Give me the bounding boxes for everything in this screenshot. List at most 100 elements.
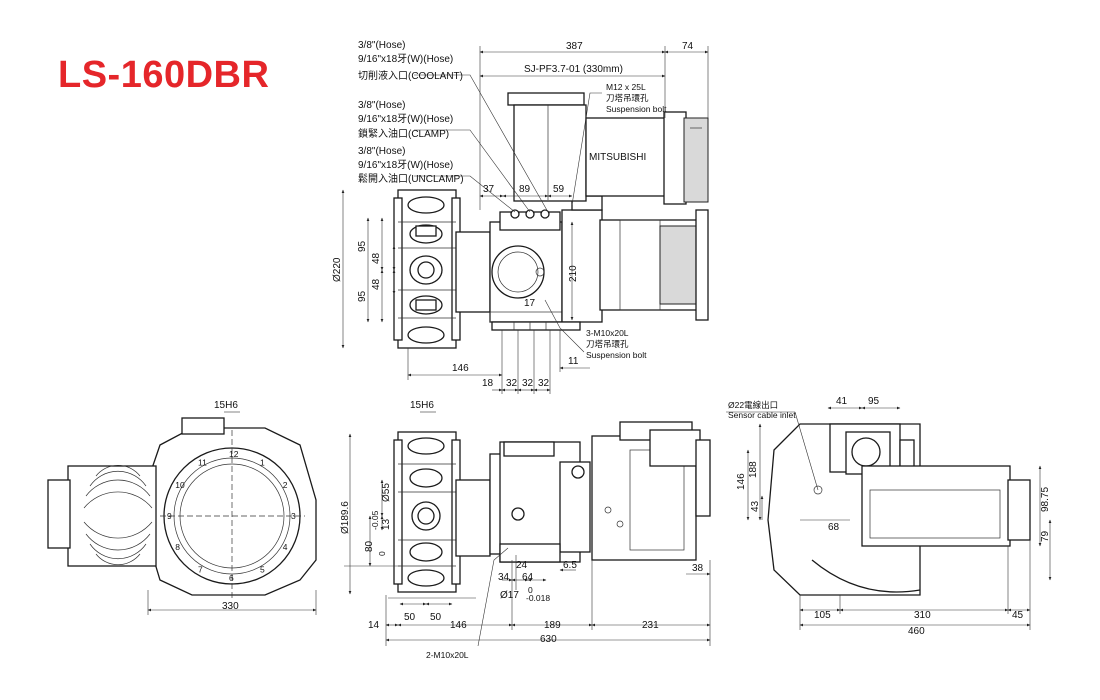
dim-64: 64 bbox=[522, 572, 534, 583]
turret-disc-top bbox=[393, 189, 461, 349]
station-number: 12 bbox=[229, 449, 239, 459]
station-number: 4 bbox=[283, 542, 288, 552]
label-m12: M12 x 25L bbox=[606, 82, 646, 92]
dim-146-right: 146 bbox=[736, 473, 747, 490]
dim-48-lower: 48 bbox=[371, 278, 382, 290]
dim-146-top: 146 bbox=[452, 363, 469, 374]
label-mitsubishi: MITSUBISHI bbox=[589, 152, 646, 163]
dim-74: 74 bbox=[682, 41, 694, 52]
station-number: 7 bbox=[198, 565, 203, 575]
dim-630: 630 bbox=[540, 634, 557, 645]
dim-45: 45 bbox=[1012, 610, 1024, 621]
servo-motor-top bbox=[507, 92, 709, 205]
station-number: 11 bbox=[198, 457, 207, 467]
dim-15h6-left: 15H6 bbox=[214, 400, 238, 411]
label-hose-unclamp: 3/8"(Hose) bbox=[358, 146, 405, 157]
dim-310: 310 bbox=[914, 610, 931, 621]
dim-68: 68 bbox=[828, 522, 840, 533]
turret-disc-front bbox=[393, 431, 461, 593]
right-view: 41 95 188 146 43 68 98.75 79 105 310 45 … bbox=[726, 396, 1052, 637]
front-mid-view: 15H6 Ø55 Ø189.6 13 80 50 50 14 146 189 2… bbox=[340, 400, 711, 660]
station-number: 6 bbox=[229, 573, 234, 583]
label-thread-clamp: 9/16"x18牙(W)(Hose) bbox=[358, 113, 453, 125]
dim-80-tol-b: 0 bbox=[377, 551, 387, 556]
dim-32-a: 32 bbox=[506, 378, 518, 389]
dim-11: 11 bbox=[568, 356, 579, 367]
station-number: 9 bbox=[167, 511, 172, 521]
station-number: 8 bbox=[175, 542, 180, 552]
dim-34: 34 bbox=[498, 572, 510, 583]
dim-dia-189-6: Ø189.6 bbox=[340, 501, 351, 534]
label-m12-cn: 刀塔吊環孔 bbox=[606, 93, 649, 103]
label-2-m10: 2-M10x20L bbox=[426, 650, 469, 660]
indexer-body-top bbox=[455, 195, 709, 323]
dim-210: 210 bbox=[568, 265, 579, 282]
dim-189: 189 bbox=[544, 620, 561, 631]
label-coolant-inlet: 切削液入口(COOLANT) bbox=[358, 69, 463, 82]
dim-41: 41 bbox=[836, 396, 848, 407]
dim-32-c: 32 bbox=[538, 378, 550, 389]
dim-188: 188 bbox=[748, 461, 759, 478]
dim-dia-17: Ø17 bbox=[500, 590, 519, 601]
station-number: 5 bbox=[260, 565, 265, 575]
dim-80: 80 bbox=[364, 540, 375, 552]
dim-79: 79 bbox=[1040, 530, 1051, 542]
station-number: 2 bbox=[283, 480, 288, 490]
dim-37: 37 bbox=[483, 184, 495, 195]
dim-387: 387 bbox=[566, 41, 583, 52]
dim-59: 59 bbox=[553, 184, 565, 195]
indexer-body-front bbox=[455, 421, 711, 563]
label-hose-clamp: 3/8"(Hose) bbox=[358, 100, 405, 111]
dim-dia-55: Ø55 bbox=[381, 483, 392, 502]
right-housing bbox=[861, 465, 1011, 547]
label-m10-top-cn: 刀塔吊環孔 bbox=[586, 339, 629, 349]
fan-grille bbox=[83, 464, 153, 566]
dim-17: 17 bbox=[524, 298, 536, 309]
dim-14: 14 bbox=[368, 620, 380, 631]
dim-95-lower: 95 bbox=[357, 290, 368, 302]
label-thread-unclamp: 9/16"x18牙(W)(Hose) bbox=[358, 159, 453, 171]
label-cable-inlet: Ø22電線出口 bbox=[728, 400, 778, 410]
mounting-feet-top bbox=[491, 321, 581, 331]
station-number: 10 bbox=[175, 480, 185, 490]
dim-43: 43 bbox=[750, 500, 761, 512]
dim-89: 89 bbox=[519, 184, 531, 195]
dim-sj-motor: SJ-PF3.7-01 (330mm) bbox=[524, 64, 623, 75]
label-m10-top-en: Suspension bolt bbox=[586, 350, 647, 360]
dim-98-75: 98.75 bbox=[1040, 487, 1051, 512]
dim-80-tol-a: -0.05 bbox=[370, 510, 380, 530]
dim-38: 38 bbox=[692, 563, 704, 574]
label-clamp-inlet: 鎖緊入油口(CLAMP) bbox=[358, 127, 449, 140]
dim-95-upper: 95 bbox=[357, 240, 368, 252]
dim-24: 24 bbox=[516, 560, 528, 571]
dim-32-b: 32 bbox=[522, 378, 534, 389]
label-m12-en: Suspension bolt bbox=[606, 104, 667, 114]
label-hose-coolant: 3/8"(Hose) bbox=[358, 40, 405, 51]
station-number: 3 bbox=[291, 511, 296, 521]
label-m10-top: 3-M10x20L bbox=[586, 328, 629, 338]
dim-50-a: 50 bbox=[404, 612, 416, 623]
dim-146-mid: 146 bbox=[450, 620, 467, 631]
dim-231: 231 bbox=[642, 620, 659, 631]
model-title: LS-160DBR bbox=[58, 54, 270, 96]
dim-dia-220: Ø220 bbox=[332, 257, 343, 282]
dim-50-b: 50 bbox=[430, 612, 442, 623]
dim-18: 18 bbox=[482, 378, 494, 389]
top-view: 387 74 SJ-PF3.7-01 (330mm) 37 89 59 210 … bbox=[332, 40, 709, 394]
dim-48-upper: 48 bbox=[371, 252, 382, 264]
dim-6-5: 6.5 bbox=[563, 560, 577, 571]
dim-17-tol-b: -0.018 bbox=[526, 593, 550, 603]
dim-17-tol-a: 0 bbox=[528, 585, 533, 595]
label-unclamp-inlet: 鬆開入油口(UNCLAMP) bbox=[358, 172, 464, 185]
label-thread-coolant: 9/16"x18牙(W)(Hose) bbox=[358, 53, 453, 65]
motor-fan-housing bbox=[67, 465, 157, 567]
dim-330: 330 bbox=[222, 601, 239, 612]
dim-15h6-mid: 15H6 bbox=[410, 400, 434, 411]
dim-13: 13 bbox=[381, 518, 392, 530]
dim-105: 105 bbox=[814, 610, 831, 621]
label-cable-inlet-en: Sensor cable inlet bbox=[728, 410, 796, 420]
dim-95-right: 95 bbox=[868, 396, 880, 407]
